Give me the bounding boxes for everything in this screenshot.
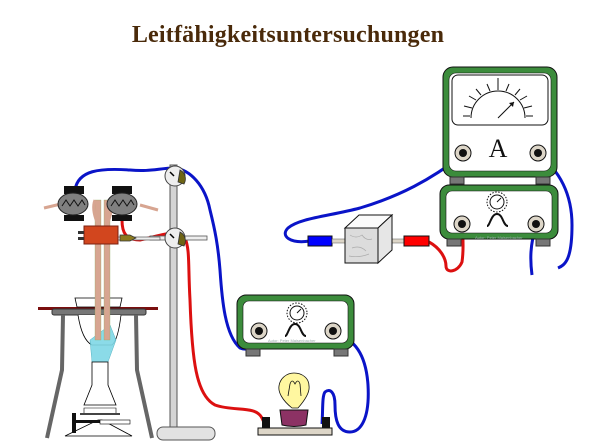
electrode-block: [83, 225, 119, 245]
supply-terminal-left[interactable]: [453, 215, 471, 233]
wire-blue-box-to-ammeter[interactable]: [283, 153, 464, 244]
clamp-lower[interactable]: [164, 227, 186, 249]
power-supply-lamp: Autor: Peter Maisenbacher: [236, 294, 355, 357]
supply2-terminal-left[interactable]: [250, 322, 268, 340]
electrode-assembly: [43, 186, 159, 341]
wire-red-box-to-supply[interactable]: [428, 225, 465, 273]
sample-holder: [307, 213, 430, 265]
credit-text-2: Autor: Peter Maisenbacher: [268, 338, 316, 343]
plug-red[interactable]: [403, 235, 430, 247]
power-supply-main: Autor: Peter Maisenbacher: [439, 184, 559, 247]
lamp-board: [257, 427, 333, 436]
retort-stand: [114, 164, 216, 441]
clip-right[interactable]: [106, 186, 138, 221]
burner: [83, 361, 117, 406]
clamp-upper[interactable]: [164, 165, 186, 187]
ammeter-dial: [451, 74, 549, 126]
gas-valve: [72, 413, 76, 433]
plug-blue[interactable]: [307, 235, 333, 247]
stand-base: [156, 426, 216, 441]
ammeter: A: [442, 66, 558, 185]
ac-symbol-2: [284, 322, 307, 337]
supply2-terminal-right[interactable]: [324, 322, 342, 340]
ammeter-unit-label: A: [489, 134, 508, 163]
sample-cube: [344, 227, 379, 264]
wire-blue-electrode-to-clamp[interactable]: [73, 166, 264, 351]
ac-symbol: [486, 212, 509, 227]
voltage-knob-2[interactable]: [286, 302, 308, 324]
voltage-knob[interactable]: [486, 191, 508, 213]
ammeter-terminal-right[interactable]: [529, 144, 547, 162]
bulb: [278, 372, 310, 409]
electrode-tube-right: [103, 199, 111, 341]
electrode-tube-left: [94, 199, 102, 341]
page-title: Leitfähigkeitsuntersuchungen: [131, 22, 445, 48]
supply-terminal-right[interactable]: [527, 215, 545, 233]
lamp-socket: [279, 409, 309, 427]
lamp: [257, 372, 333, 436]
clip-left[interactable]: [57, 186, 89, 221]
ammeter-terminal-left[interactable]: [454, 144, 472, 162]
credit-text: Autor: Peter Maisenbacher: [475, 235, 523, 240]
holder-clip: [119, 234, 137, 242]
wire-blue-supply2-to-lamp[interactable]: [320, 331, 370, 434]
